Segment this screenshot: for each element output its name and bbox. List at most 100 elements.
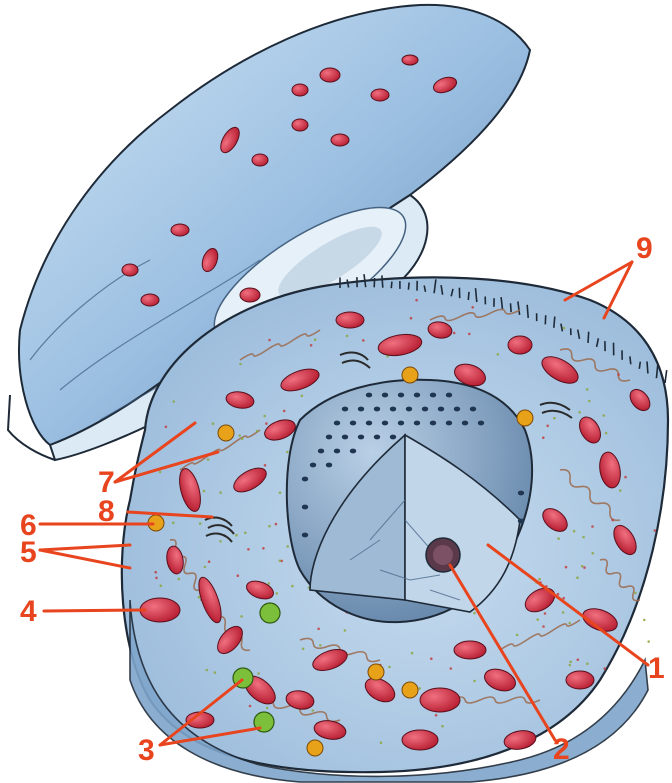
ribosome-dot: [159, 471, 162, 474]
nuclear-pore: [390, 435, 396, 440]
cap-mitochondrion: [122, 264, 138, 276]
ribosome-dot: [573, 530, 576, 533]
ribosome-dot: [165, 426, 168, 429]
ribosome-dot: [219, 491, 222, 494]
ribosome-dot: [542, 436, 545, 439]
ribosome-dot: [362, 339, 365, 342]
nuclear-pore: [366, 393, 372, 398]
nuclear-pore: [310, 463, 316, 468]
ribosome-dot: [154, 571, 157, 574]
nuclear-pore: [326, 435, 332, 440]
ribosome-dot: [291, 585, 294, 588]
cap-mitochondrion: [171, 224, 189, 236]
nuclear-pore: [334, 449, 340, 454]
ribosome-dot: [212, 422, 215, 425]
ribosome-dot: [544, 612, 547, 615]
ribosome-dot: [344, 629, 347, 632]
nuclear-pore: [470, 407, 476, 412]
cap-mitochondrion: [292, 119, 308, 131]
ribosome-dot: [388, 666, 391, 669]
ribosome-dot: [611, 519, 614, 522]
cap-mitochondrion: [141, 294, 159, 306]
ribosome-dot: [619, 489, 622, 492]
nuclear-pore: [342, 435, 348, 440]
ribosome-dot: [265, 422, 268, 425]
ribosome-dot: [450, 667, 453, 670]
nuclear-pore: [350, 449, 356, 454]
ribosome-dot: [569, 661, 572, 664]
ribosome-dot: [643, 619, 646, 622]
ribosome-dot: [553, 417, 556, 420]
ribosome-dot: [582, 536, 585, 539]
ribosome-dot: [283, 410, 286, 413]
ribosome-dot: [576, 576, 579, 579]
nuclear-pore: [430, 421, 436, 426]
ribosome-dot: [235, 534, 238, 537]
lysosome: [402, 682, 418, 698]
ribosome-dot: [617, 373, 620, 376]
ribosome-dot: [546, 425, 549, 428]
cap-mitochondrion: [320, 68, 340, 82]
cap-mitochondrion: [402, 55, 418, 65]
ribosome-dot: [268, 582, 271, 585]
nuclear-pore: [374, 435, 380, 440]
ribosome-dot: [603, 667, 606, 670]
nuclear-pore: [342, 407, 348, 412]
nuclear-pore: [302, 477, 308, 482]
ribosome-dot: [286, 545, 289, 548]
nuclear-pore: [518, 519, 524, 524]
ribosome-dot: [586, 388, 589, 391]
lysosome: [517, 410, 533, 426]
ribosome-dot: [538, 578, 541, 581]
nuclear-pore: [334, 421, 340, 426]
lysosome: [307, 740, 323, 756]
ribosome-dot: [581, 565, 584, 568]
ribosome-dot: [557, 537, 560, 540]
ribosome-dot: [199, 522, 202, 525]
ribosome-dot: [647, 640, 650, 643]
ribosome-dot: [346, 335, 349, 338]
ribosome-dot: [586, 662, 589, 665]
label-6: 6: [20, 509, 37, 542]
nuclear-pore: [414, 393, 420, 398]
ribosome-dot: [468, 333, 471, 336]
ribosome-dot: [239, 363, 242, 366]
ribosome-dot: [268, 339, 271, 342]
cap-mitochondrion: [252, 154, 268, 166]
ribosome-dot: [602, 414, 605, 417]
mitochondrion: [402, 730, 438, 750]
ribosome-dot: [256, 430, 259, 433]
ribosome-dot: [247, 548, 250, 551]
label-8: 8: [98, 495, 115, 528]
nuclear-pore: [358, 407, 364, 412]
ribosome-dot: [155, 577, 158, 580]
ribosome-dot: [411, 652, 414, 655]
nuclear-pore: [366, 421, 372, 426]
ribosome-dot: [441, 725, 444, 728]
nuclear-pore: [302, 505, 308, 510]
ribosome-dot: [654, 529, 657, 532]
ribosome-dot: [624, 476, 627, 479]
nuclear-pore: [326, 463, 332, 468]
ribosome-dot: [577, 658, 580, 661]
ribosome-dot: [214, 671, 217, 674]
ribosome-dot: [237, 574, 240, 577]
nuclear-pore: [350, 421, 356, 426]
ribosome-dot: [542, 625, 545, 628]
nuclear-pore: [302, 533, 308, 538]
nuclear-pore: [446, 421, 452, 426]
ribosome-dot: [268, 525, 271, 528]
ribosome-dot: [276, 592, 279, 595]
ribosome-dot: [453, 332, 456, 335]
ribosome-dot: [569, 664, 572, 667]
ribosome-dot: [591, 552, 594, 555]
ribosome-dot: [207, 458, 210, 461]
nuclear-pore: [382, 393, 388, 398]
nuclear-pore: [438, 407, 444, 412]
nuclear-pore: [518, 491, 524, 496]
ribosome-dot: [562, 611, 565, 614]
ribosome-dot: [380, 741, 383, 744]
cap-mitochondrion: [371, 89, 389, 101]
nucleus: [287, 380, 532, 622]
